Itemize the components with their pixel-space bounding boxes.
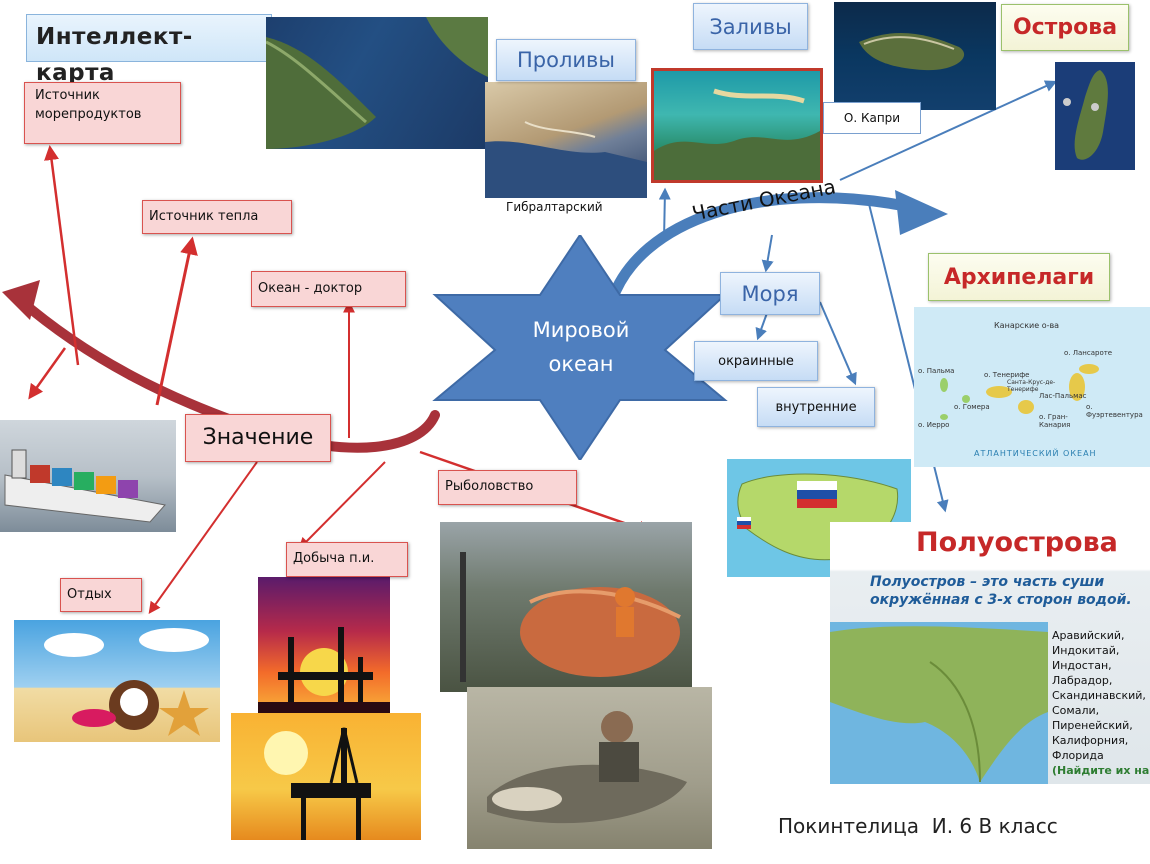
canary-islands-map: Канарские о-ва о. Лансароте о. Тенерифе … [914,307,1150,467]
center-label-line1: Мировой [532,318,630,342]
parts-curved-arrow [606,192,906,306]
fishing-net-image [440,522,692,692]
peninsula-list-item: Индостан, [1052,659,1112,672]
arrow-to-mining [298,461,386,550]
canary-label: о. Тенерифе [984,371,1030,379]
peninsula-definition-text: – это часть суши окружённая с 3-х сторон… [870,574,1132,608]
peninsula-list-item: Пиренейский, [1052,719,1133,732]
canary-label: Лас-Пальмас [1039,392,1087,400]
container-ship-image [0,420,176,532]
capri-image [834,2,996,110]
peninsula-list-item: Скандинавский, [1052,689,1146,702]
canary-map-ocean: АТЛАНТИЧЕСКИЙ ОКЕАН [974,449,1097,458]
world-ocean-star [432,235,728,460]
parts-curved-arrow-head [895,190,948,235]
canary-label: о. Пальма [918,367,955,375]
peninsulas-title: Полуострова [916,527,1118,558]
oil-rig-sunset-image [258,577,390,713]
center-label-line2: океан [548,352,614,376]
canary-label: о. Иерро [918,421,950,429]
canary-label: о. Фуэртевентура [1086,403,1143,419]
archipelagos-box: Архипелаги [928,253,1110,301]
rest-box: Отдых [60,578,142,612]
oil-platform-image [231,713,421,840]
arrow-to-islands [839,80,1058,181]
peninsula-card: Полуостров – это часть суши окружённая с… [830,522,1150,784]
value-box: Значение [185,414,331,462]
gibraltar-caption: Гибралтарский [506,200,603,214]
canary-label: о. Гомера [954,403,990,411]
islands-box: Острова [1001,4,1129,51]
straits-box: Проливы [496,39,636,81]
arrow-to-heat [155,236,198,406]
arrow-left-ship [28,347,67,400]
seafood-source-box: Источник морепродуктов [24,82,181,144]
inland-seas-box: внутренние [757,387,875,427]
ocean-doctor-box: Океан - доктор [251,271,406,307]
author-caption: Покинтелица И. 6 В класс [778,814,1058,838]
strait-satellite-image [266,17,488,149]
fishing-box: Рыболовство [438,470,577,505]
capri-caption: О. Капри [823,102,921,134]
arrow-to-marginal [755,312,768,341]
peninsula-definition: Полуостров – это часть суши окружённая с… [870,574,1150,609]
heat-source-box: Источник тепла [142,200,292,234]
gibraltar-image [485,82,647,198]
page-title: Интеллект-карта [36,24,193,86]
bays-box: Заливы [693,3,808,50]
mining-box: Добыча п.и. [286,542,408,577]
peninsula-definition-term: Полуостров [870,574,966,590]
peninsula-list-item: Лабрадор, [1052,674,1113,687]
canary-label: о. Лансароте [1064,349,1113,357]
peninsula-list: Аравийский, Индокитай, Индостан, Лабрадо… [1052,628,1149,778]
marginal-seas-box: окраинные [694,341,818,381]
peninsula-hint: (Найдите их на [1052,764,1150,777]
peninsula-list-item: Индокитай, [1052,644,1120,657]
arrow-to-seas [761,234,774,273]
arrow-to-rest [148,461,258,614]
value-curved-arrow-head [2,280,40,320]
arrow-to-straits [658,187,671,241]
seas-box: Моря [720,272,820,315]
arrow-to-seafood [44,145,80,366]
peninsula-list-item: Аравийский, [1052,629,1125,642]
title-box [26,14,272,62]
peninsula-list-item: Флорида [1052,749,1104,762]
peninsula-list-item: Сомали, [1052,704,1100,717]
beach-image [14,620,220,742]
canary-map-title: Канарские о-ва [994,321,1060,330]
canary-label: о. Гран-Канария [1039,413,1071,429]
catfish-image [467,687,712,849]
canary-label: Санта-Крус-де-Тенерифе [1007,379,1056,393]
arrow-to-inland [819,301,857,386]
madagascar-image [1055,62,1135,170]
bay-image [651,68,823,183]
peninsula-list-item: Калифорния, [1052,734,1129,747]
